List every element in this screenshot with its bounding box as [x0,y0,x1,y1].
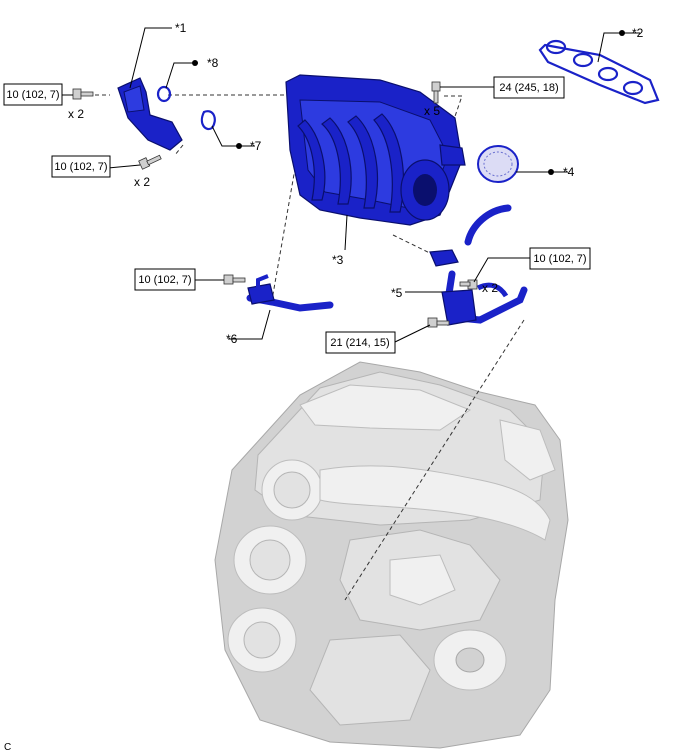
torque-text: 21 (214, 15) [330,337,389,349]
torque-spec-t3: 10 (102, 7) [134,268,196,291]
torque-text: 10 (102, 7) [54,161,107,173]
bolt-icon [223,274,246,285]
pipe-part-6 [246,274,334,312]
throttle-gasket [477,145,519,183]
callout-label-1: *1 [175,21,187,35]
gasket-7 [200,110,216,131]
bullet-dot-icon [619,30,625,36]
bolt-icon [138,154,162,170]
bracket-part-1 [117,77,183,151]
bullet-dot-icon [192,60,198,66]
torque-spec-t6: 21 (214, 15) [325,331,396,354]
callout-label-5: *5 [391,286,403,300]
bolt-icon [72,88,94,100]
bolt-icon [427,317,450,328]
intake-manifold [285,74,466,226]
bolt-icon [431,81,441,104]
leader-lines [56,27,640,343]
bullet-markers [192,30,625,175]
torque-spec-t2: 10 (102, 7) [51,155,111,178]
callout-label-7: *7 [250,139,262,153]
torque-spec-t5: 24 (245, 18) [493,76,565,99]
o-ring-8 [156,85,172,103]
callout-label-8: *8 [207,56,219,70]
bullet-dot-icon [548,169,554,175]
bolt-icon [459,279,478,290]
quantity-label: x 5 [424,104,440,118]
torque-spec-t1: 10 (102, 7) [3,83,63,106]
callout-label-4: *4 [563,165,575,179]
engine-assembly [214,361,569,749]
bolt-icons [72,81,478,328]
quantity-label: x 2 [68,107,84,121]
callout-label-6: *6 [226,332,238,346]
bullet-dot-icon [236,143,242,149]
torque-spec-t4: 10 (102, 7) [529,247,591,270]
torque-text: 24 (245, 18) [499,82,558,94]
figure-code: C [4,742,11,753]
manifold-gasket [538,39,660,105]
torque-text: 10 (102, 7) [6,89,59,101]
callout-label-3: *3 [332,253,344,267]
torque-text: 10 (102, 7) [138,274,191,286]
quantity-label: x 2 [134,175,150,189]
hose-part-5 [429,204,528,326]
callout-label-2: *2 [632,26,644,40]
quantity-label: x 2 [482,281,498,295]
torque-text: 10 (102, 7) [533,253,586,265]
